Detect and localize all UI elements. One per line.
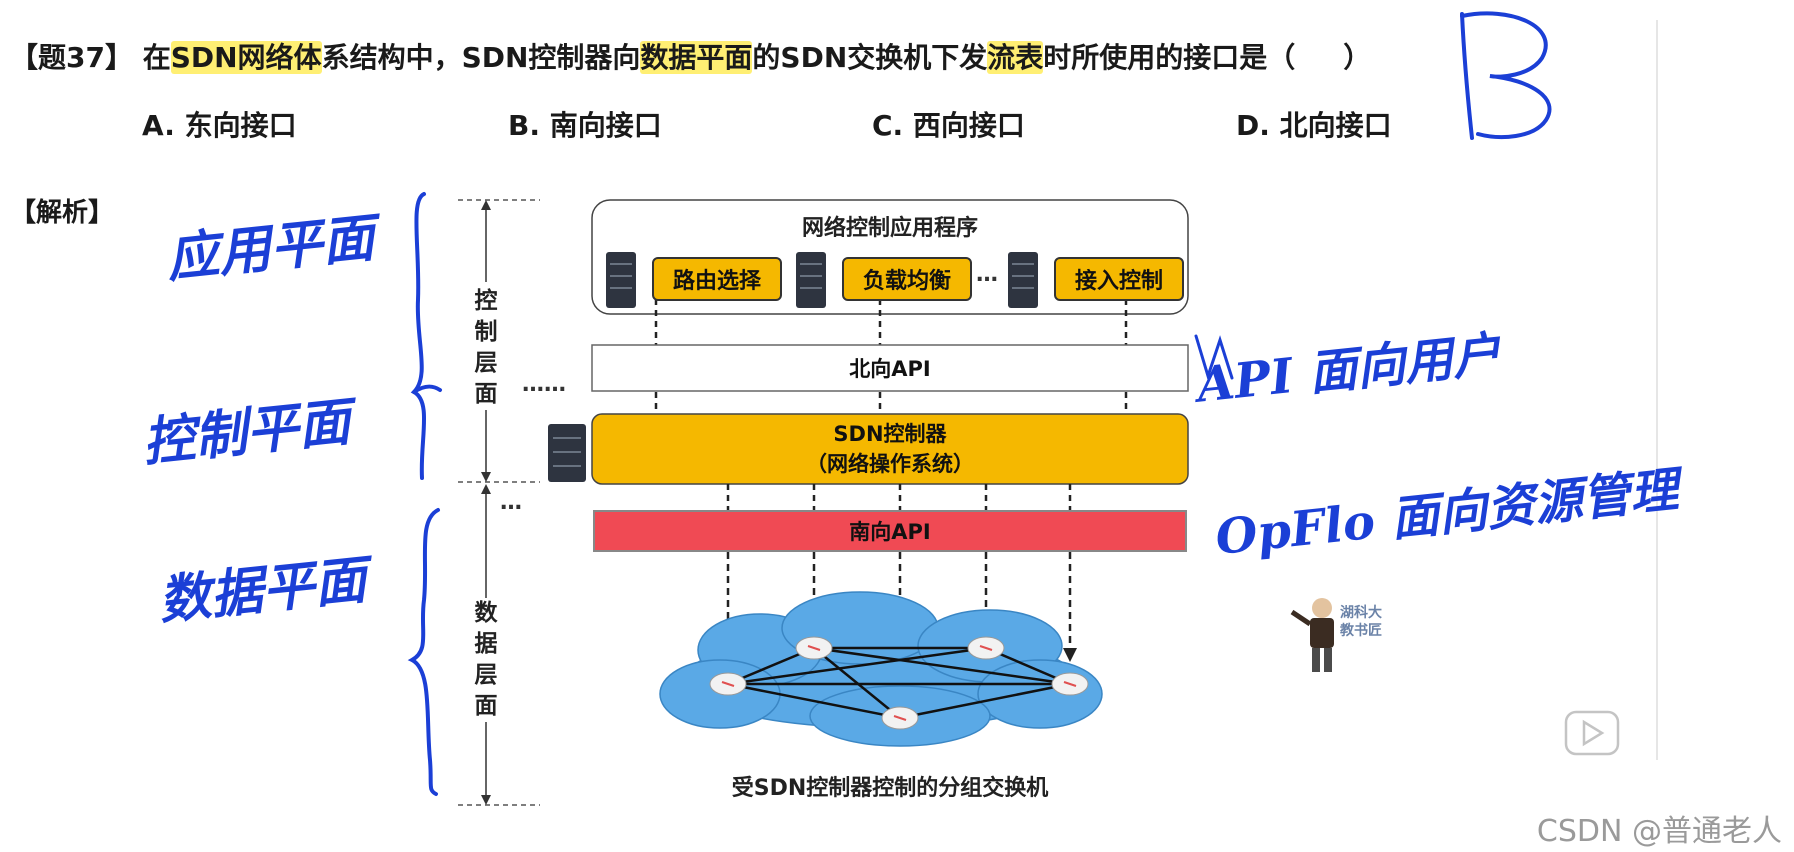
mascot-line1: 湖科大 <box>1340 605 1382 621</box>
question-text: 【题37】 在SDN网络体系结构中，SDN控制器向数据平面的SDN交换机下发流表… <box>10 36 1371 76</box>
controller-sublabel: （网络操作系统） <box>806 452 974 476</box>
controller-server-icon <box>548 424 586 482</box>
csdn-watermark: CSDN @普通老人 <box>1536 814 1782 849</box>
option-a: A. 东向接口 <box>142 109 297 142</box>
video-play-icon <box>1564 710 1620 756</box>
highlight-flow-table: 流表 <box>987 41 1044 74</box>
switches-caption: 受SDN控制器控制的分组交换机 <box>731 776 1049 801</box>
mascot-figure-icon <box>1290 598 1334 672</box>
question-mid2: 的SDN交换机下发 <box>752 41 988 74</box>
option-b: B. 南向接口 <box>508 109 662 142</box>
question-close: ） <box>1343 41 1372 74</box>
handwritten-braces <box>407 192 442 796</box>
highlight-sdn: SDN网络体 <box>170 41 322 74</box>
question-suffix: 时所使用的接口是（ <box>1043 41 1296 74</box>
control-layer-char: 面 <box>474 381 498 407</box>
question-mid1: 系结构中，SDN控制器向 <box>321 41 641 74</box>
option-d: D. 北向接口 <box>1236 109 1392 142</box>
control-layer-char: 层 <box>474 350 498 376</box>
apps-ellipsis: … <box>976 262 998 287</box>
highlight-data-plane: 数据平面 <box>640 41 753 74</box>
server-icon <box>606 252 1038 308</box>
app-routing: 路由选择 <box>652 257 782 301</box>
analysis-label: 【解析】 <box>10 198 115 228</box>
handwritten-answer-b <box>1460 11 1552 140</box>
app-access-control: 接入控制 <box>1054 257 1184 301</box>
control-layer-label: 控 制 层 面 <box>473 286 499 410</box>
controller-label: SDN控制器 <box>833 422 947 446</box>
southbound-api-label: 南向API <box>849 520 931 544</box>
option-c: C. 西向接口 <box>872 109 1025 142</box>
app-layer-title: 网络控制应用程序 <box>801 216 978 241</box>
mascot-text: 湖科大 教书匠 <box>1340 604 1382 640</box>
data-layer-char: 面 <box>474 693 498 719</box>
mascot-line2: 教书匠 <box>1340 623 1382 639</box>
question-prefix: 【题37】 在 <box>10 41 171 74</box>
northbound-api-label: 北向API <box>849 357 931 381</box>
data-layer-char: 数 <box>474 600 498 626</box>
side-dots-1: …… <box>522 372 566 397</box>
control-layer-char: 制 <box>474 319 498 345</box>
data-layer-char: 层 <box>474 662 498 688</box>
data-layer-label: 数 据 层 面 <box>473 598 499 722</box>
side-dots-2: … <box>500 490 522 515</box>
data-layer-char: 据 <box>474 631 498 657</box>
control-layer-char: 控 <box>474 288 498 314</box>
app-load-balance: 负载均衡 <box>842 257 972 301</box>
